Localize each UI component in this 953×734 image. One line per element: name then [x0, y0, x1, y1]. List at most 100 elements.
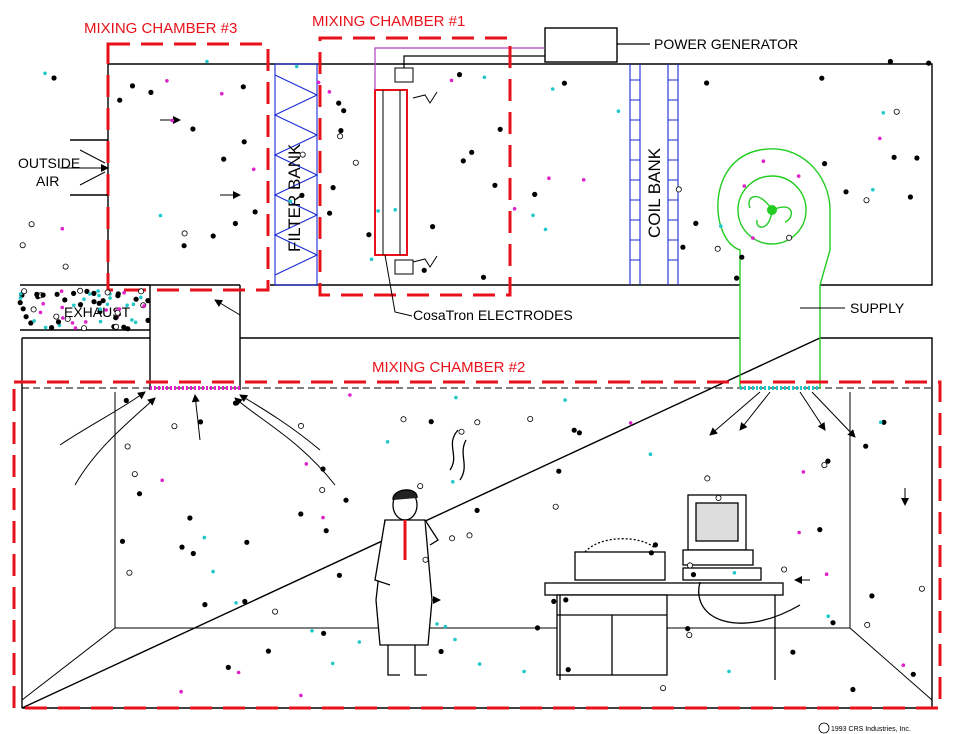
air-particle [205, 60, 209, 64]
air-particle [762, 159, 766, 163]
air-particle [96, 289, 100, 293]
air-particle [572, 428, 577, 433]
air-particle [203, 536, 207, 540]
air-particle [78, 288, 83, 293]
air-particle [450, 536, 455, 541]
air-particle [34, 292, 39, 297]
air-particle [320, 487, 325, 492]
air-particle [49, 325, 54, 330]
copyright-text: 1993 CRS Industries, Inc. [831, 726, 911, 733]
air-particle [358, 640, 362, 644]
air-particle [366, 232, 371, 237]
air-particle [113, 315, 118, 320]
air-particle [341, 108, 346, 113]
air-particle [104, 308, 108, 312]
air-particle [120, 539, 125, 544]
air-particle [242, 599, 247, 604]
air-particle [139, 296, 143, 300]
air-particle [902, 663, 906, 667]
mixing-chamber-1-label: MIXING CHAMBER #1 [312, 13, 465, 30]
air-particle [336, 101, 341, 106]
air-particle [787, 235, 792, 240]
air-particle [653, 542, 658, 547]
air-particle [56, 319, 61, 324]
air-particle [705, 476, 710, 481]
air-particle [321, 516, 325, 520]
air-particle [704, 80, 709, 85]
air-particle [132, 472, 137, 477]
power-generator-label: POWER GENERATOR [654, 36, 798, 52]
filter-bank: FILTER BANK [275, 64, 317, 285]
air-particle [337, 573, 342, 578]
air-particle [914, 155, 919, 160]
air-particle [130, 318, 134, 322]
air-particle [41, 302, 45, 306]
air-particle [453, 638, 457, 642]
air-particle [461, 158, 466, 163]
air-particle [125, 304, 129, 308]
air-particle [310, 629, 314, 633]
air-particle [24, 314, 29, 319]
air-particle [273, 609, 278, 614]
air-particle [498, 127, 503, 132]
power-generator [375, 28, 650, 90]
air-particle [81, 326, 86, 331]
air-particle [551, 87, 555, 91]
air-particle [882, 111, 886, 115]
fan-icon [749, 197, 791, 228]
air-particle [649, 452, 653, 456]
air-particle [562, 81, 567, 86]
air-particle [51, 75, 56, 80]
air-particle [160, 479, 164, 483]
air-particle [338, 128, 343, 133]
air-particle [328, 90, 332, 94]
air-particle [63, 264, 68, 269]
air-particle [478, 662, 482, 666]
air-particle [547, 176, 551, 180]
air-particle [715, 246, 720, 251]
air-particle [237, 671, 241, 675]
return-duct [150, 285, 240, 390]
air-particle [125, 326, 130, 331]
air-particle [343, 498, 348, 503]
air-particle [115, 293, 120, 298]
air-particle [418, 484, 423, 489]
air-particle [117, 98, 122, 103]
air-particle [54, 314, 59, 319]
air-particle [483, 76, 487, 80]
air-particle [41, 292, 46, 297]
air-particle [894, 109, 899, 114]
air-particle [869, 593, 874, 598]
air-particle [566, 667, 571, 672]
air-particle [29, 222, 34, 227]
person-smoking [375, 430, 466, 675]
air-particle [676, 187, 681, 192]
air-particle [444, 625, 448, 629]
air-particle [241, 84, 246, 89]
cosatron-electrodes [375, 68, 437, 274]
air-particle [819, 76, 824, 81]
air-particle [649, 550, 654, 555]
air-particle [830, 620, 835, 625]
air-particle [122, 291, 126, 295]
air-particle [563, 597, 568, 602]
air-particle [457, 72, 462, 77]
air-particle [20, 243, 25, 248]
air-particles [18, 59, 932, 697]
outside-label: OUTSIDE [18, 155, 80, 171]
air-particle [134, 297, 139, 302]
air-particle [386, 440, 390, 444]
desk-with-computer [545, 495, 800, 680]
air-particle [221, 157, 226, 162]
air-particle [865, 622, 870, 627]
air-particle [99, 320, 103, 324]
air-particle [179, 690, 183, 694]
air-particle [751, 236, 755, 240]
air-particle [22, 289, 27, 294]
air-particle [60, 306, 64, 310]
air-particle [242, 139, 247, 144]
air-particle [320, 466, 325, 471]
air-particle [182, 243, 187, 248]
supply-label: SUPPLY [850, 300, 905, 316]
